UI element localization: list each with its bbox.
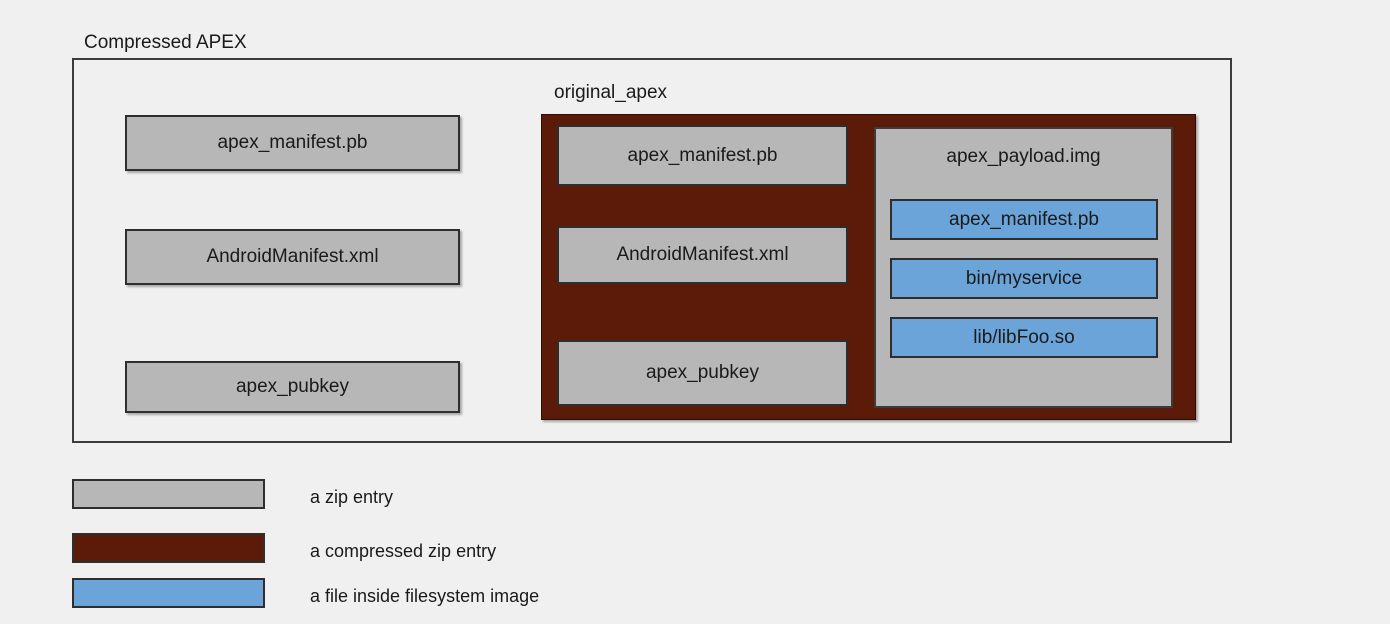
- legend-swatch-zip-entry: [72, 479, 265, 509]
- fs-file-bin-myservice: bin/myservice: [890, 258, 1158, 299]
- zip-entry-android-manifest-inner: AndroidManifest.xml: [557, 226, 848, 284]
- legend-label-compressed-zip-entry: a compressed zip entry: [310, 541, 497, 561]
- legend-label-filesystem-file: a file inside filesystem image: [310, 586, 540, 606]
- zip-entry-apex-pubkey-inner: apex_pubkey: [557, 340, 848, 406]
- legend-swatch-filesystem-file: [72, 578, 265, 608]
- fs-file-lib-libfoo-so: lib/libFoo.so: [890, 317, 1158, 358]
- zip-entry-apex-manifest-outer: apex_manifest.pb: [125, 115, 460, 171]
- legend-swatch-compressed-zip-entry: [72, 533, 265, 563]
- compressed-container-label: original_apex: [554, 82, 668, 103]
- zip-entry-apex-manifest-inner: apex_manifest.pb: [557, 125, 848, 186]
- zip-entry-apex-pubkey-outer: apex_pubkey: [125, 361, 460, 413]
- fs-file-apex-manifest: apex_manifest.pb: [890, 199, 1158, 240]
- legend-label-zip-entry: a zip entry: [310, 487, 394, 507]
- outer-container-label: Compressed APEX: [84, 32, 247, 53]
- zip-entry-android-manifest-outer: AndroidManifest.xml: [125, 229, 460, 285]
- apex-payload-img-label: apex_payload.img: [946, 146, 1101, 167]
